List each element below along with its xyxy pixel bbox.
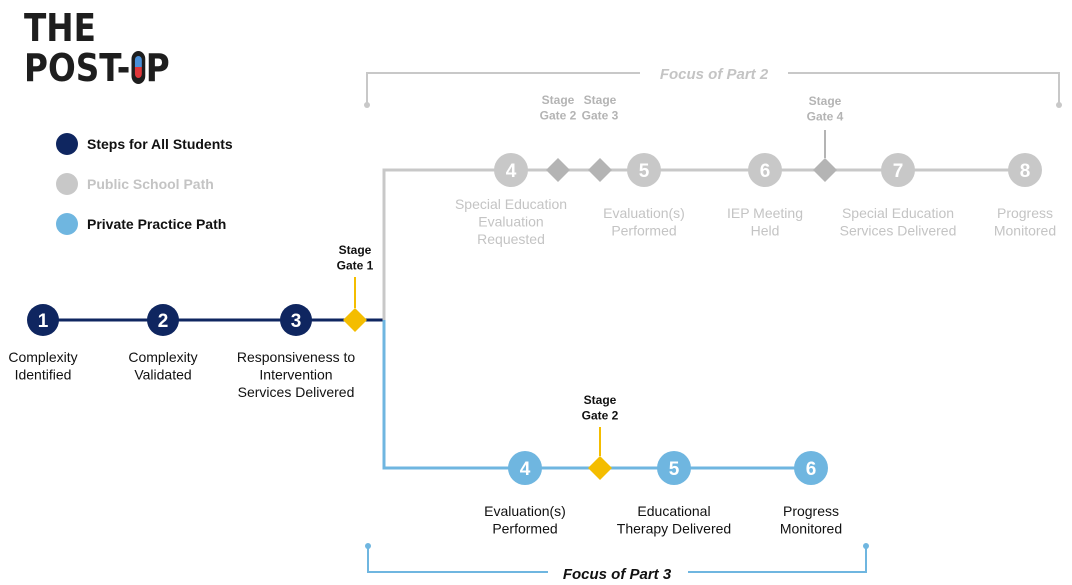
public-step-6-number: 6 bbox=[760, 161, 771, 182]
public-step-7-number: 7 bbox=[893, 161, 904, 182]
common-step-3 bbox=[280, 304, 312, 336]
stage-gate-1-label: Stage bbox=[339, 243, 372, 257]
public-path-line bbox=[382, 168, 1025, 320]
public-step-4-number: 4 bbox=[506, 161, 517, 182]
public-stage-gate-4-label: Gate 4 bbox=[807, 110, 844, 124]
legend-label: Public School Path bbox=[87, 176, 214, 192]
common-step-1-label: Complexity bbox=[8, 349, 77, 365]
private-step-6 bbox=[794, 451, 828, 485]
stage-gate-1-diamond bbox=[343, 308, 367, 332]
public-step-5-label: Evaluation(s) bbox=[603, 205, 685, 221]
private-step-5-label: Therapy Delivered bbox=[617, 521, 731, 537]
public-step-6-label: Held bbox=[751, 223, 780, 239]
legend-label: Private Practice Path bbox=[87, 216, 227, 232]
public-stage-gate-2-label: Stage bbox=[542, 93, 575, 107]
pill-icon bbox=[131, 51, 145, 84]
public-step-4-label: Requested bbox=[477, 231, 545, 247]
public-step-5 bbox=[627, 153, 661, 187]
common-step-3-number: 3 bbox=[291, 311, 302, 332]
stage-gate-1-label: Gate 1 bbox=[337, 259, 374, 273]
focus-part2-bracket-left bbox=[366, 72, 640, 104]
public-step-4-label: Evaluation bbox=[478, 214, 543, 230]
common-step-2 bbox=[147, 304, 179, 336]
legend-item-public-school: Public School Path bbox=[56, 172, 214, 196]
private-step-6-label: Progress bbox=[783, 503, 839, 519]
public-stage-gate-2-diamond bbox=[546, 158, 570, 182]
focus-part2-label: Focus of Part 2 bbox=[660, 66, 769, 83]
private-step-5-number: 5 bbox=[669, 459, 680, 480]
public-step-8-label: Progress bbox=[997, 205, 1053, 221]
private-step-4-label: Performed bbox=[492, 521, 557, 537]
private-step-5 bbox=[657, 451, 691, 485]
private-stage-gate-2-label: Gate 2 bbox=[582, 409, 619, 423]
navy-dot-icon bbox=[56, 133, 78, 155]
gray-dot-icon bbox=[56, 173, 78, 195]
focus-part3-bracket-left bbox=[367, 547, 548, 573]
common-step-1 bbox=[27, 304, 59, 336]
common-step-2-label: Validated bbox=[134, 367, 191, 383]
public-step-6-label: IEP Meeting bbox=[727, 205, 803, 221]
logo-line-2-end: P bbox=[145, 46, 170, 90]
public-step-8 bbox=[1008, 153, 1042, 187]
legend-label: Steps for All Students bbox=[87, 136, 233, 152]
public-step-8-number: 8 bbox=[1020, 161, 1031, 182]
focus-part2-bracket-right bbox=[788, 72, 1060, 104]
public-stage-gate-3-label: Gate 3 bbox=[582, 109, 619, 123]
common-step-2-number: 2 bbox=[158, 311, 169, 332]
public-step-8-label: Monitored bbox=[994, 223, 1056, 239]
public-step-5-label: Performed bbox=[611, 223, 676, 239]
common-step-3-label: Services Delivered bbox=[238, 384, 355, 400]
logo-line-1: THE bbox=[24, 6, 96, 50]
public-stage-gate-2-label: Gate 2 bbox=[540, 109, 577, 123]
private-step-5-label: Educational bbox=[637, 503, 710, 519]
legend-item-all-students: Steps for All Students bbox=[56, 132, 233, 156]
focus-part3-label: Focus of Part 3 bbox=[563, 566, 672, 583]
private-step-4 bbox=[508, 451, 542, 485]
public-stage-gate-4-diamond bbox=[813, 158, 837, 182]
public-step-5-number: 5 bbox=[639, 161, 650, 182]
private-stage-gate-2-diamond bbox=[588, 456, 612, 480]
common-step-1-label: Identified bbox=[15, 367, 72, 383]
public-step-7-label: Special Education bbox=[842, 205, 954, 221]
focus-part3-end-dot bbox=[365, 543, 371, 549]
blue-dot-icon bbox=[56, 213, 78, 235]
private-step-4-label: Evaluation(s) bbox=[484, 503, 566, 519]
public-step-7-label: Services Delivered bbox=[840, 223, 957, 239]
public-stage-gate-3-diamond bbox=[588, 158, 612, 182]
focus-part3-end-dot bbox=[863, 543, 869, 549]
logo-line-2-text: POST- bbox=[24, 46, 131, 90]
public-step-6 bbox=[748, 153, 782, 187]
private-step-6-label: Monitored bbox=[780, 521, 842, 537]
common-step-3-label: Intervention bbox=[259, 367, 332, 383]
common-step-1-number: 1 bbox=[38, 311, 49, 332]
focus-part2-end-dot bbox=[1056, 102, 1062, 108]
legend-item-private-practice: Private Practice Path bbox=[56, 212, 226, 236]
public-step-4 bbox=[494, 153, 528, 187]
logo-line-2: POST- P bbox=[24, 48, 170, 88]
common-step-2-label: Complexity bbox=[128, 349, 197, 365]
focus-part2-end-dot bbox=[364, 102, 370, 108]
public-stage-gate-4-label: Stage bbox=[809, 94, 842, 108]
private-stage-gate-2-label: Stage bbox=[584, 393, 617, 407]
post-op-logo: THE POST- P bbox=[24, 8, 194, 88]
public-stage-gate-3-label: Stage bbox=[584, 93, 617, 107]
private-step-4-number: 4 bbox=[520, 459, 531, 480]
focus-part3-bracket-right bbox=[688, 547, 867, 573]
private-step-6-number: 6 bbox=[806, 459, 817, 480]
common-step-3-label: Responsiveness to bbox=[237, 349, 356, 365]
public-step-7 bbox=[881, 153, 915, 187]
public-step-4-label: Special Education bbox=[455, 196, 567, 212]
